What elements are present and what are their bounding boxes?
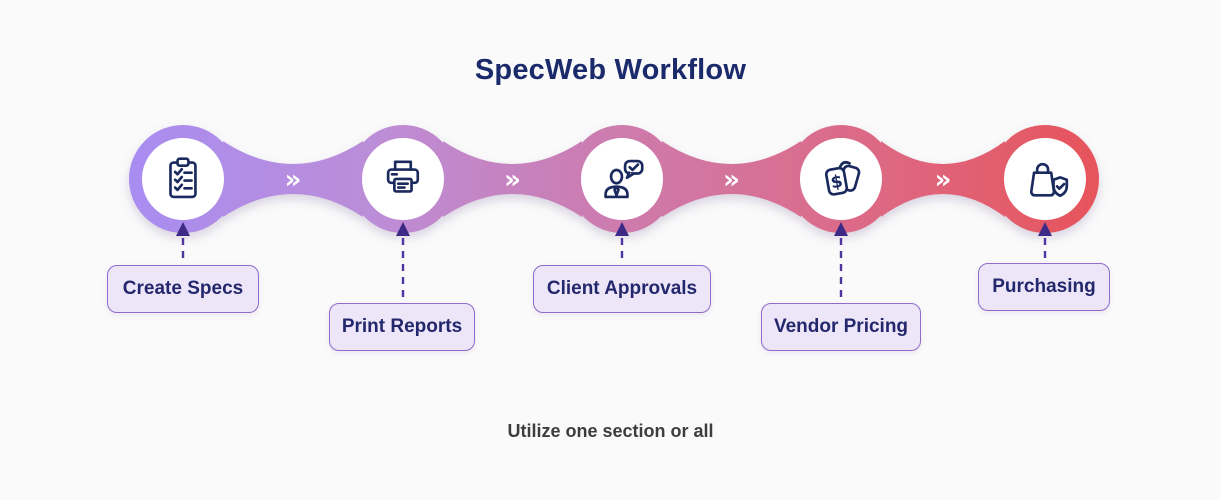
step-ring-create-specs: [129, 125, 237, 233]
svg-text:$: $: [829, 172, 844, 194]
footer-note: Utilize one section or all: [507, 421, 714, 441]
clipboard-checklist-icon: [169, 157, 197, 199]
connector-band: [443, 141, 582, 217]
arrow-up-icon: [834, 222, 848, 236]
arrow-up-icon: [1038, 222, 1052, 236]
step-label-vendor-pricing: Vendor Pricing: [761, 303, 921, 351]
connector-band: [662, 141, 801, 217]
shopping-bag-check-icon: [1029, 162, 1069, 198]
arrow-up-icon: [176, 222, 190, 236]
arrow-up-icon: [396, 222, 410, 236]
connector-band: [881, 141, 1005, 217]
step-label-print-reports: Print Reports: [329, 303, 475, 351]
connector-band: [223, 141, 363, 217]
person-approval-icon: [604, 159, 644, 199]
page-title: SpecWeb Workflow: [474, 54, 747, 86]
step-label-client-approvals: Client Approvals: [533, 265, 711, 313]
arrow-up-icon: [615, 222, 629, 236]
printer-icon: [386, 160, 420, 193]
step-label-create-specs: Create Specs: [107, 265, 259, 313]
step-label-purchasing: Purchasing: [978, 263, 1110, 311]
chevron-right-icon: »: [285, 165, 302, 195]
pointer-arrows: [176, 222, 1052, 301]
step-ring-purchasing: [991, 125, 1099, 233]
price-tags-icon: $: [824, 161, 861, 196]
chevron-right-icon: »: [504, 165, 521, 195]
chevron-right-icon: »: [935, 165, 952, 195]
chevron-right-icon: »: [723, 165, 740, 195]
